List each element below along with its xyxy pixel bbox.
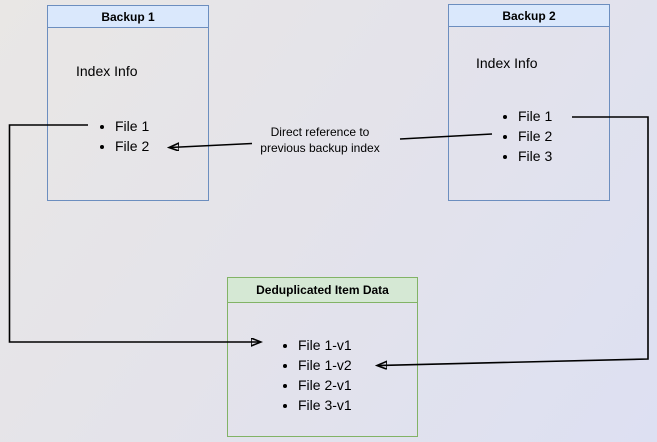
list-item: File 2-v1	[298, 375, 352, 395]
backup2-subtitle: Index Info	[476, 55, 538, 71]
direct-reference-label-line1: Direct reference to	[270, 125, 370, 139]
list-item: File 2	[115, 136, 149, 156]
list-item: File 1	[518, 106, 552, 126]
backup1-subtitle: Index Info	[76, 63, 138, 79]
dedup-file-list: File 1-v1File 1-v2File 2-v1File 3-v1	[283, 335, 352, 415]
list-item: File 1-v2	[298, 355, 352, 375]
backup2-node: Backup 2 Index Info File 1File 2File 3	[448, 4, 610, 201]
backup2-file-list: File 1File 2File 3	[503, 106, 552, 166]
backup1-title: Backup 1	[48, 6, 208, 28]
direct-reference-label-line2: previous backup index	[260, 141, 380, 155]
backup1-file-list: File 1File 2	[100, 116, 149, 156]
list-item: File 3-v1	[298, 395, 352, 415]
dedup-title: Deduplicated Item Data	[228, 278, 417, 303]
backup1-node: Backup 1 Index Info File 1File 2	[47, 5, 209, 201]
list-item: File 2	[518, 126, 552, 146]
list-item: File 1-v1	[298, 335, 352, 355]
direct-reference-label: Direct reference to previous backup inde…	[235, 124, 405, 156]
backup2-title: Backup 2	[449, 5, 609, 27]
list-item: File 1	[115, 116, 149, 136]
dedup-node: Deduplicated Item Data File 1-v1File 1-v…	[227, 277, 418, 437]
list-item: File 3	[518, 146, 552, 166]
